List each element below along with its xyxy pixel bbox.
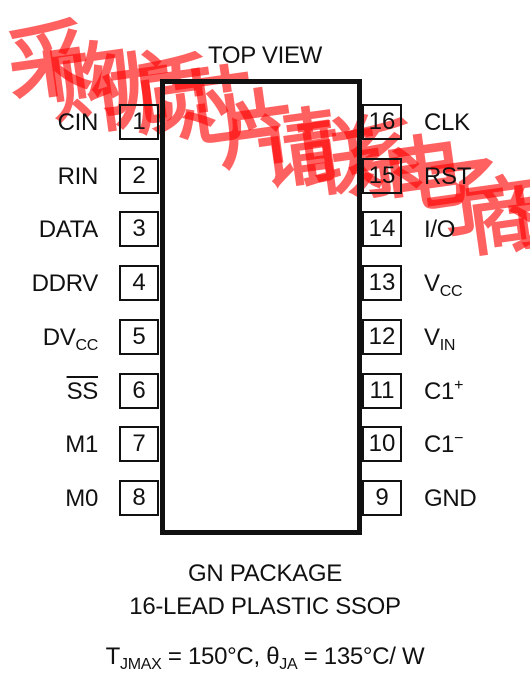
- pin-name-8: M0: [65, 485, 98, 512]
- pin-label-2: RIN: [57, 163, 99, 190]
- diagram-title: TOP VIEW: [207, 42, 323, 69]
- pin-label-7: M1: [65, 433, 98, 457]
- pin-label-5: DVCC: [42, 324, 99, 354]
- pin-7-box: 7: [119, 426, 159, 462]
- chip-body: [160, 79, 362, 535]
- pin-name-7: M1: [65, 431, 98, 458]
- pin-10-box: 10: [362, 426, 402, 462]
- pin-name-4: DDRV: [31, 270, 99, 297]
- pin-number-4: 4: [132, 269, 146, 296]
- theta-symbol: θ: [266, 643, 280, 670]
- pin-number-16: 16: [368, 108, 396, 135]
- pin-1-box: 1: [119, 104, 159, 140]
- pin-name-16: CLK: [424, 109, 470, 136]
- pin-13-box: 13: [362, 265, 402, 301]
- watermark-char: 城: [501, 169, 530, 275]
- tjmax-subscript: JMAX: [120, 656, 162, 673]
- pin-number-8: 8: [132, 484, 146, 511]
- pin-number-10: 10: [368, 430, 396, 457]
- pin-subscript-5: CC: [75, 337, 98, 354]
- tjmax-symbol: T: [105, 643, 121, 670]
- pin-number-1: 1: [132, 108, 146, 135]
- pin-name-9: GND: [424, 485, 477, 512]
- pin-number-6: 6: [132, 377, 146, 404]
- pin-label-15: RST: [424, 165, 471, 189]
- pin-name-11: C1: [424, 378, 455, 405]
- pin-label-14: I/O: [424, 218, 455, 242]
- pin-name-12: V: [424, 324, 440, 351]
- pin-subscript-12: IN: [439, 337, 456, 354]
- pin-number-7: 7: [132, 430, 146, 457]
- pin-15-box: 15: [362, 158, 402, 194]
- pin-3-box: 3: [119, 211, 159, 247]
- pin-superscript-10: −: [454, 430, 464, 447]
- pin-label-10: C1−: [424, 430, 464, 458]
- pin-label-4: DDRV: [31, 270, 99, 297]
- pin-14-box: 14: [362, 211, 402, 247]
- pin-number-15: 15: [368, 162, 396, 189]
- pin-number-13: 13: [368, 269, 396, 296]
- pin-label-6: SS: [66, 378, 99, 405]
- pin-name-1: CIN: [57, 109, 99, 136]
- pin-name-2: RIN: [57, 163, 99, 190]
- pin-4-box: 4: [119, 265, 159, 301]
- pin-name-5: DV: [42, 324, 76, 351]
- pin-label-16: CLK: [424, 111, 470, 135]
- package-description: 16-LEAD PLASTIC SSOP: [129, 593, 401, 620]
- package-name: GN PACKAGE: [188, 560, 342, 587]
- pin-12-box: 12: [362, 319, 402, 355]
- pin-number-12: 12: [368, 323, 396, 350]
- pin-2-box: 2: [119, 158, 159, 194]
- pin-name-10: C1: [424, 431, 455, 458]
- pin-16-box: 16: [362, 104, 402, 140]
- pin-subscript-13: CC: [439, 283, 463, 300]
- pin-name-15: RST: [424, 163, 472, 190]
- theta-subscript: JA: [279, 656, 298, 673]
- pin-name-14: I/O: [424, 216, 456, 243]
- pin-label-12: VIN: [424, 324, 455, 354]
- pin-number-5: 5: [132, 323, 146, 350]
- pin-label-1: CIN: [57, 109, 99, 136]
- pin-superscript-11: +: [454, 377, 464, 394]
- pin-number-9: 9: [375, 484, 389, 511]
- pin-name-6: SS: [66, 378, 99, 405]
- pin-9-box: 9: [362, 480, 402, 516]
- pin-5-box: 5: [119, 319, 159, 355]
- pin-name-3: DATA: [38, 216, 99, 243]
- pin-name-13: V: [424, 270, 440, 297]
- pin-label-11: C1+: [424, 377, 464, 405]
- pin-label-13: VCC: [424, 270, 463, 300]
- pin-11-box: 11: [362, 373, 402, 409]
- tjmax-value: = 150°C,: [161, 643, 267, 670]
- pin-6-box: 6: [119, 373, 159, 409]
- thermal-spec: TJMAX = 150°C, θJA = 135°C/ W: [0, 643, 530, 673]
- pin-8-box: 8: [119, 480, 159, 516]
- theta-value: = 135°C/ W: [297, 643, 425, 670]
- pin-label-8: M0: [65, 487, 98, 511]
- pin-number-3: 3: [132, 215, 146, 242]
- pin-number-11: 11: [369, 377, 395, 404]
- pin-label-9: GND: [424, 485, 477, 512]
- pin-number-2: 2: [132, 162, 146, 189]
- pin-label-3: DATA: [38, 216, 99, 243]
- pin-number-14: 14: [368, 215, 396, 242]
